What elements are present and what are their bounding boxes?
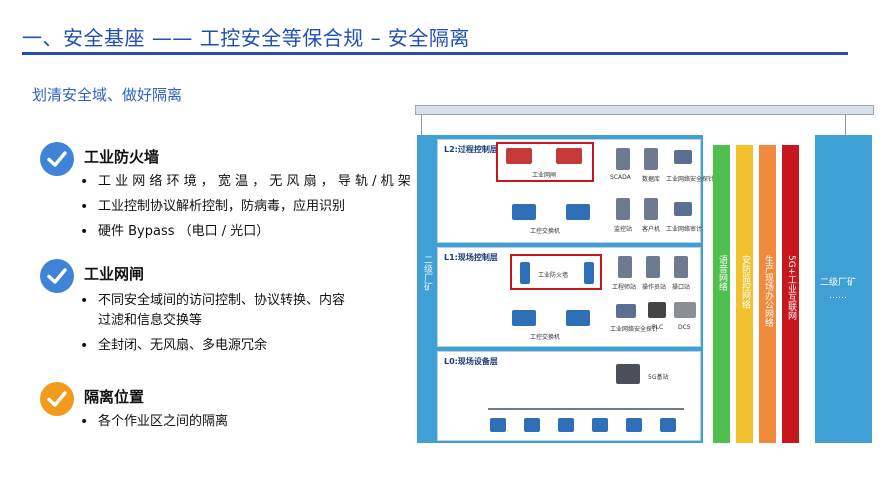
device-label: 工控交换机: [530, 334, 561, 341]
probe-icon: [616, 304, 636, 318]
device-label: 工控交换机: [530, 228, 561, 235]
gateway-highlight: 工业网闸: [496, 142, 594, 182]
list-item: 工 业 网 络 环 境 ， 宽 温 ， 无 风 扇 ， 导 轨 / 机 架: [80, 172, 411, 192]
bus-tick: [845, 115, 846, 137]
bullet-text: 不同安全域间的访问控制、协议转换、内容: [98, 293, 346, 308]
probe-icon: [674, 150, 692, 164]
column-label: 语音网络: [717, 255, 727, 291]
gateway-icon: [556, 148, 582, 164]
list-item-continuation: 过滤和信息交换等: [80, 311, 345, 331]
5g-iiot-column: 5G+工业互联网: [782, 145, 799, 443]
dcs-icon: [674, 302, 696, 318]
device-label: DCS: [678, 324, 691, 331]
list-item: 各个作业区之间的隔离: [80, 412, 228, 432]
section-location-bullets: 各个作业区之间的隔离: [80, 412, 228, 437]
device-label: 操作员站: [642, 284, 667, 291]
operator-station-icon: [646, 256, 660, 278]
list-item: 工业控制协议解析控制，防病毒，应用识别: [80, 197, 411, 217]
engineer-station-icon: [618, 256, 632, 278]
check-icon: [40, 142, 74, 176]
switch-icon: [566, 204, 590, 220]
device-label: PLC: [652, 324, 664, 331]
layer-l1: L1:现场控制层 工业防火墙 工控交换机 工程师站 操作员站 操口站 工业网络安…: [437, 247, 701, 347]
list-item: 不同安全域间的访问控制、协议转换、内容: [80, 291, 345, 311]
bullet-text: 全封闭、无风扇、多电源冗余: [98, 338, 268, 353]
layer-title: L1:现场控制层: [444, 253, 498, 262]
device-label: 数据库: [642, 176, 661, 183]
switch-icon: [566, 310, 590, 326]
section-gateway-bullets: 不同安全域间的访问控制、协议转换、内容 过滤和信息交换等 全封闭、无风扇、多电源…: [80, 291, 345, 361]
column-label: 生产现场办公网络: [763, 255, 773, 327]
device-label: 工业网闸: [532, 172, 557, 179]
device-label: 工业网络安全探针: [610, 326, 659, 333]
device-label: 客户机: [642, 226, 661, 233]
layer-l2: L2:过程控制层 工业网闸 工控交换机 SCADA 数据库 工业网络安全探针 监…: [437, 139, 714, 243]
device-label: SCADA: [610, 174, 631, 181]
bullet-text: 各个作业区之间的隔离: [98, 414, 229, 429]
bullet-text: 硬件 Bypass （电口 / 光口）: [98, 224, 270, 239]
check-icon: [40, 259, 74, 293]
sensor-icon: [626, 418, 642, 432]
robot-icon: [524, 418, 540, 432]
section-title: 隔离位置: [84, 388, 145, 406]
device-label: 监控站: [614, 226, 633, 233]
check-icon: [40, 382, 74, 416]
audit-icon: [674, 202, 692, 216]
device-label: 工程师站: [612, 284, 637, 291]
firewall-highlight: 工业防火墙: [510, 254, 602, 290]
plant-frame: 二级厂矿 L2:过程控制层 工业网闸 工控交换机 SCADA 数据库 工业网络安…: [417, 135, 714, 443]
voice-network-column: 语音网络: [713, 145, 730, 443]
far-dots: ……: [829, 291, 847, 301]
far-label: 二级厂矿: [820, 278, 857, 288]
switch-icon: [512, 310, 536, 326]
server-icon: [616, 148, 630, 170]
title-underline: [22, 52, 848, 55]
layer-title: L2:过程控制层: [444, 145, 498, 154]
gateway-icon: [506, 148, 532, 164]
client-icon: [644, 198, 658, 220]
bullet-text: 工业控制协议解析控制，防病毒，应用识别: [98, 199, 346, 214]
list-item: 全封闭、无风扇、多电源冗余: [80, 336, 345, 356]
device-label: 操口站: [672, 284, 691, 291]
switch-icon: [512, 204, 536, 220]
layer-title: L0:现场设备层: [444, 357, 498, 366]
network-diagram: 二级厂矿 L2:过程控制层 工业网闸 工控交换机 SCADA 数据库 工业网络安…: [415, 105, 874, 445]
section-firewall-bullets: 工 业 网 络 环 境 ， 宽 温 ， 无 风 扇 ， 导 轨 / 机 架 工业…: [80, 172, 411, 247]
page-subtitle: 划清安全域、做好隔离: [32, 86, 183, 104]
second-plant-frame: 二级厂矿 ……: [815, 135, 872, 443]
section-title: 工业网闸: [84, 265, 145, 283]
monitor-station-icon: [616, 198, 630, 220]
layer-l0: L0:现场设备层 5G基站: [437, 351, 701, 441]
bullet-text: 过滤和信息交换等: [98, 313, 203, 328]
section-title: 工业防火墙: [84, 148, 160, 166]
firewall-icon: [584, 262, 594, 284]
database-icon: [644, 148, 658, 170]
antenna-icon: [616, 364, 640, 384]
plc-icon: [648, 302, 666, 318]
port-station-icon: [674, 256, 688, 278]
bus-tick: [421, 115, 422, 137]
device-label: 5G基站: [648, 374, 669, 381]
device-label: 工业防火墙: [538, 272, 569, 279]
firewall-icon: [520, 262, 530, 284]
security-monitor-column: 安防监控网络: [736, 145, 753, 443]
list-item: 硬件 Bypass （电口 / 光口）: [80, 222, 411, 242]
backbone-bus: [415, 105, 874, 115]
page-title: 一、安全基座 —— 工控安全等保合规 – 安全隔离: [22, 26, 470, 50]
column-label: 安防监控网络: [740, 255, 750, 309]
device-label: 工业网络审计: [666, 226, 703, 233]
column-label: 5G+工业互联网: [786, 255, 796, 321]
terminal-icon: [660, 418, 676, 432]
camera-icon: [490, 418, 506, 432]
tower-icon: [558, 418, 574, 432]
meter-icon: [592, 418, 608, 432]
bullet-text: 工 业 网 络 环 境 ， 宽 温 ， 无 风 扇 ， 导 轨 / 机 架: [98, 174, 411, 189]
field-bus-line: [488, 408, 684, 410]
device-label: 工业网络安全探针: [666, 176, 715, 183]
office-network-column: 生产现场办公网络: [759, 145, 776, 443]
side-label: 二级厂矿: [422, 255, 432, 291]
